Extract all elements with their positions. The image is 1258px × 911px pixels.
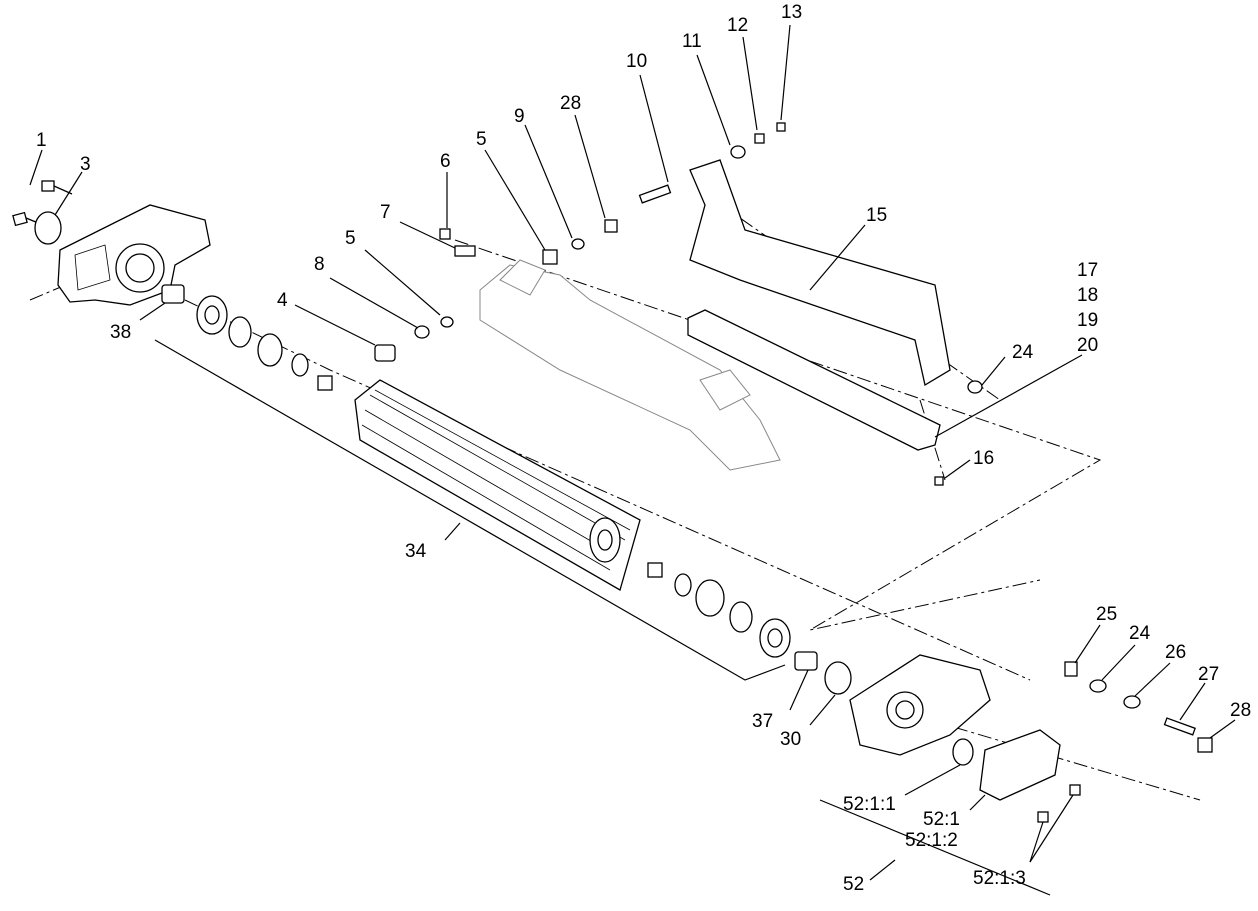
callout-24-top: 24 xyxy=(1012,342,1034,363)
callout-52-1-1: 52:1:1 xyxy=(843,794,896,815)
callout-12: 12 xyxy=(727,15,748,36)
callout-10: 10 xyxy=(626,51,647,72)
callout-16: 16 xyxy=(973,448,994,469)
bolt-1 xyxy=(12,180,73,228)
callout-30: 30 xyxy=(780,729,801,750)
callouts: 1 3 38 6 7 5 8 4 5 9 28 10 11 12 13 15 1… xyxy=(36,2,1251,895)
callout-25: 25 xyxy=(1096,604,1117,625)
bedbar-small-parts xyxy=(542,122,983,486)
callout-11: 11 xyxy=(682,31,702,52)
callout-28-bottom: 28 xyxy=(1230,700,1251,721)
callout-19: 19 xyxy=(1077,310,1098,331)
left-bearing-stack xyxy=(161,284,333,391)
adjuster-parts xyxy=(374,228,476,362)
o-ring-30 xyxy=(824,661,852,695)
group-brackets xyxy=(154,339,1051,896)
callout-17: 17 xyxy=(1077,260,1098,281)
callout-7: 7 xyxy=(380,202,391,223)
right-hardware xyxy=(1064,661,1213,753)
callout-6: 6 xyxy=(440,151,451,172)
o-ring-3 xyxy=(34,211,62,245)
callout-34: 34 xyxy=(405,541,427,562)
assembly-axis-lines xyxy=(29,189,1201,801)
callout-28-top: 28 xyxy=(560,93,581,114)
callout-37: 37 xyxy=(752,711,773,732)
callout-52-1-3: 52:1:3 xyxy=(973,868,1026,889)
callout-20: 20 xyxy=(1077,335,1098,356)
callout-5-left: 5 xyxy=(345,228,356,249)
callout-52-1-2: 52:1:2 xyxy=(905,830,958,851)
cover-52-1 xyxy=(952,729,1081,823)
callout-15: 15 xyxy=(866,205,887,226)
callout-3: 3 xyxy=(80,154,91,175)
callout-13: 13 xyxy=(781,2,802,23)
leader-lines xyxy=(29,24,1236,881)
reel-assembly xyxy=(354,379,641,591)
frame xyxy=(479,259,781,471)
callout-4: 4 xyxy=(277,290,288,311)
left-side-plate xyxy=(57,204,211,306)
right-side-plate xyxy=(849,654,991,756)
callout-26: 26 xyxy=(1165,642,1186,663)
callout-1: 1 xyxy=(36,130,47,151)
callout-38: 38 xyxy=(110,322,131,343)
callout-9: 9 xyxy=(514,106,525,127)
callout-52-1: 52:1 xyxy=(923,809,960,830)
callout-24-bottom: 24 xyxy=(1129,623,1151,644)
right-bearing-stack xyxy=(647,562,818,671)
callout-5-right: 5 xyxy=(476,129,487,150)
callout-8: 8 xyxy=(314,254,325,275)
callout-52: 52 xyxy=(843,874,864,895)
bedbar-15 xyxy=(687,159,951,451)
callout-27: 27 xyxy=(1198,664,1219,685)
callout-18: 18 xyxy=(1077,285,1098,306)
